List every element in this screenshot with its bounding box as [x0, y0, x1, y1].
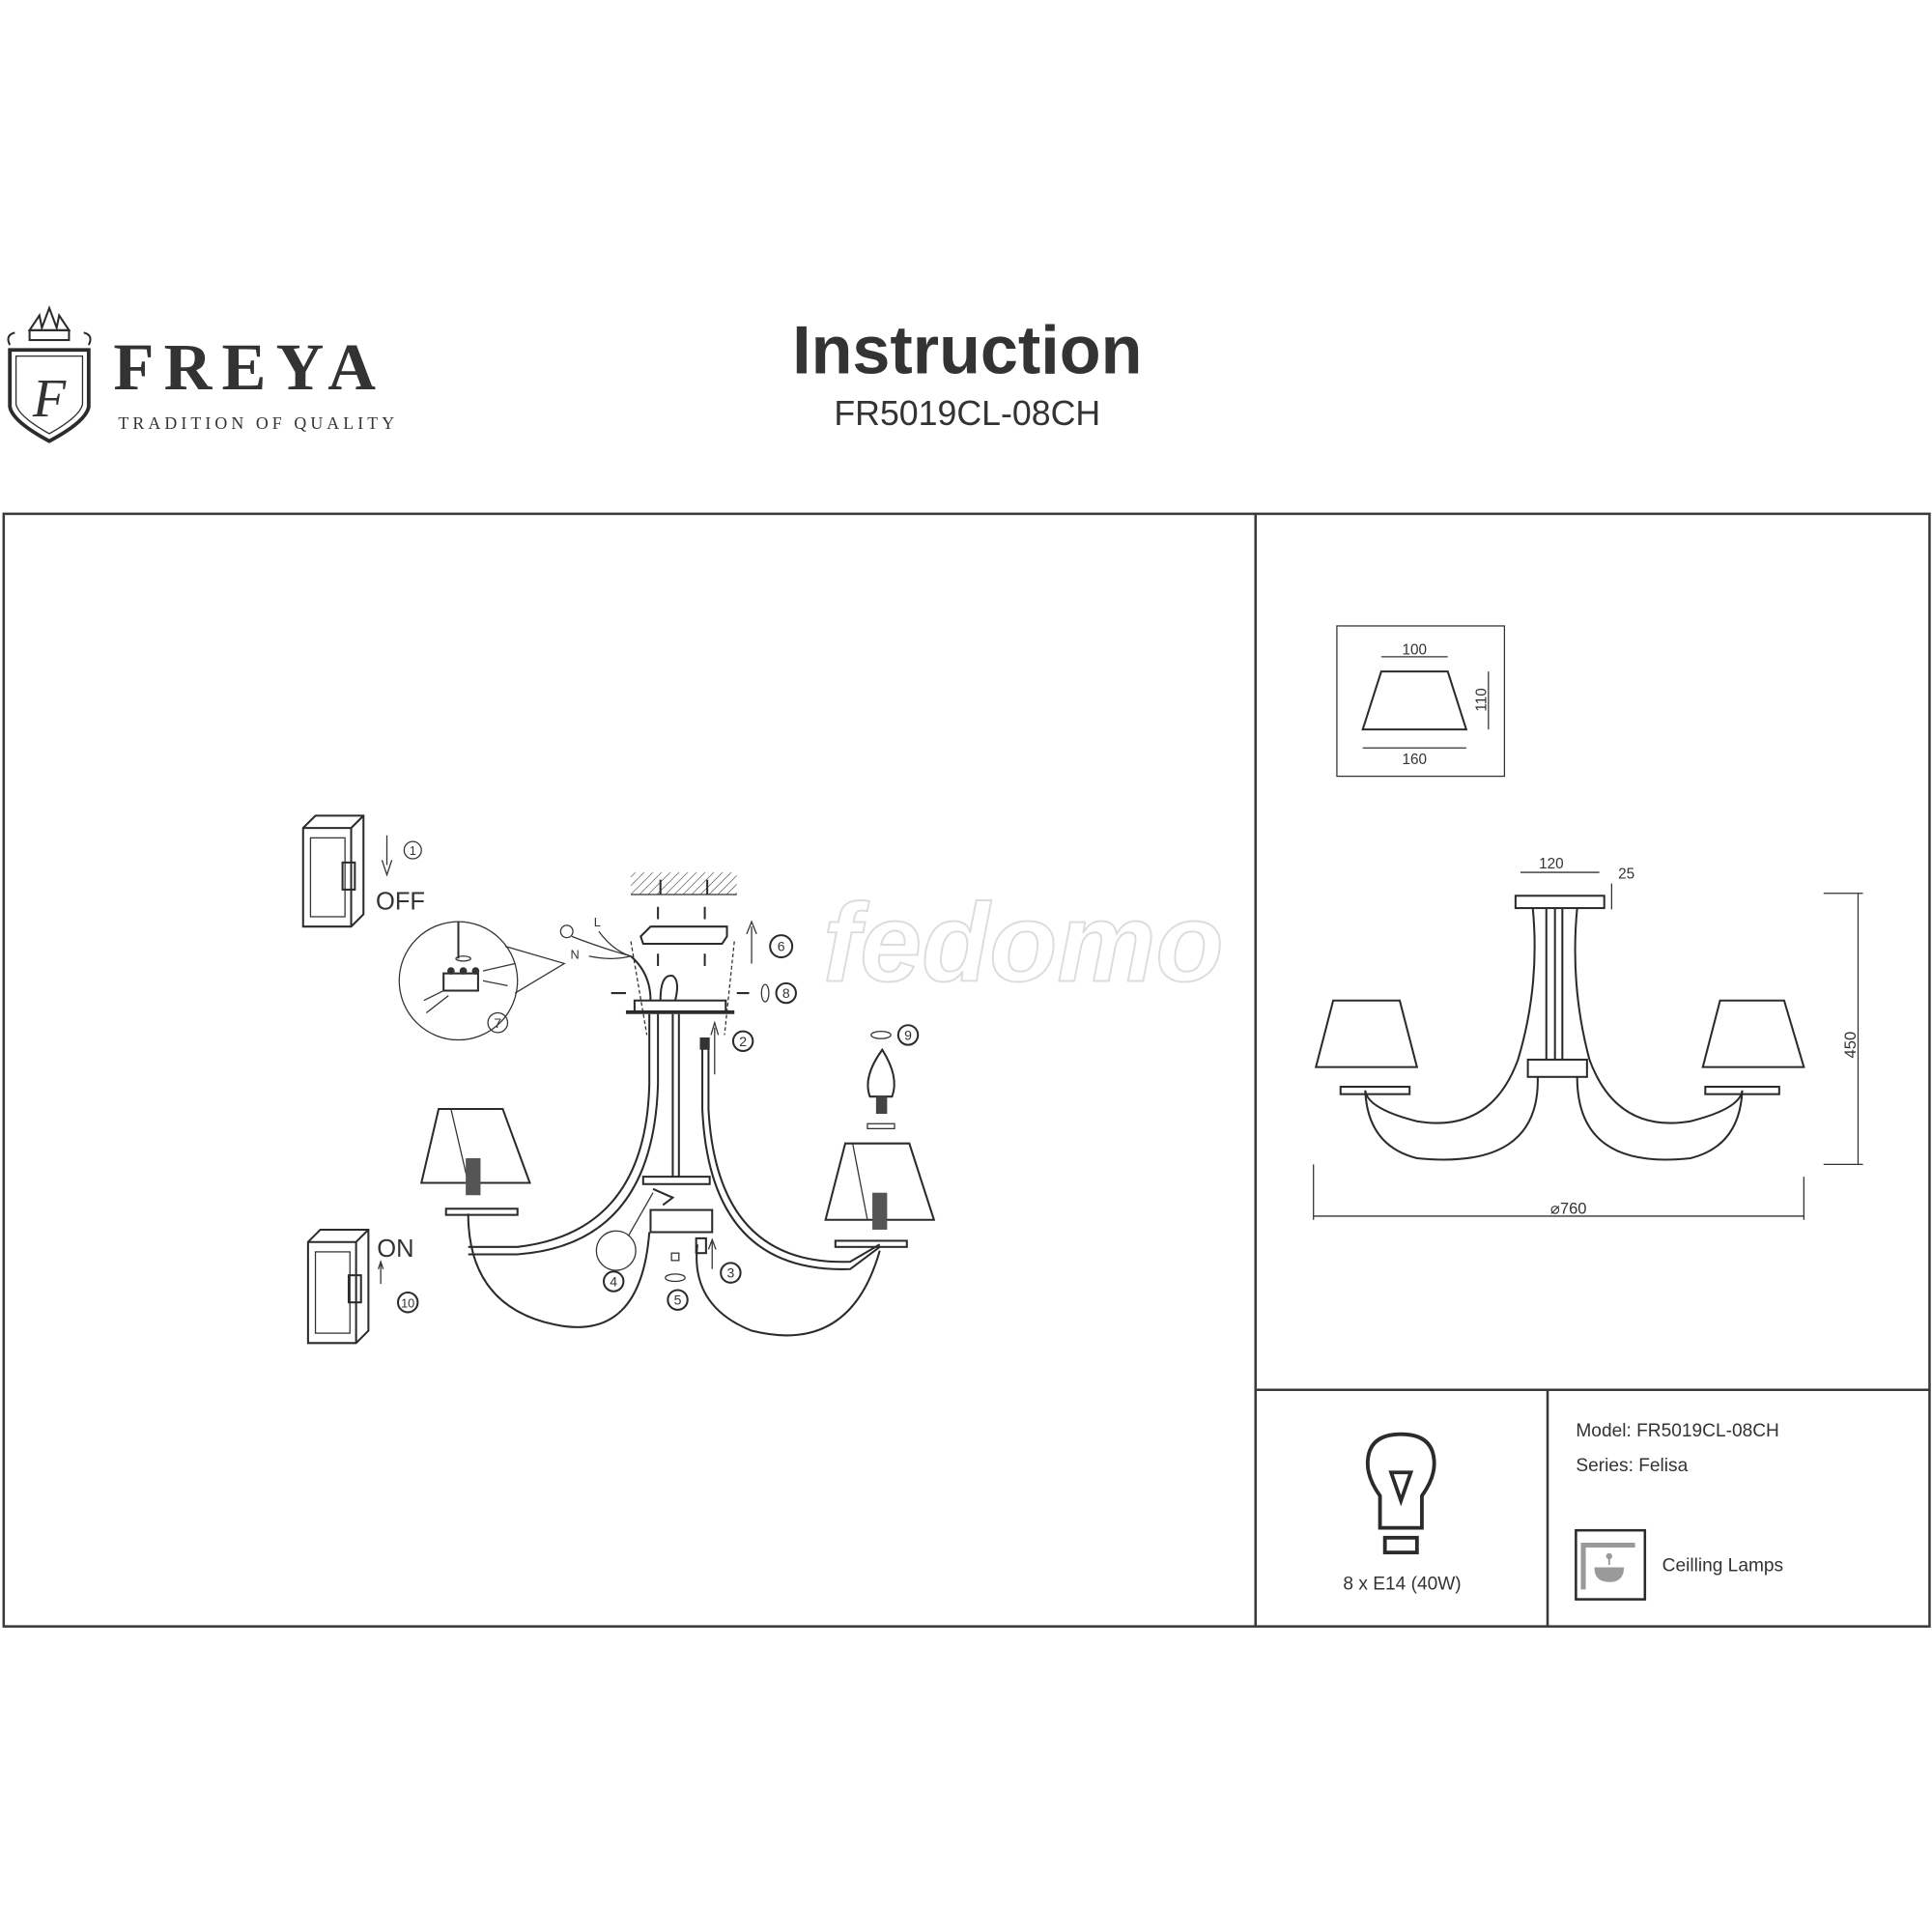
category-label: Ceilling Lamps	[1662, 1555, 1783, 1576]
page-title: Instruction	[792, 311, 1142, 387]
step-2: 2	[710, 1020, 754, 1075]
svg-text:6: 6	[778, 939, 785, 954]
model-line: Model: FR5019CL-08CH	[1576, 1421, 1778, 1441]
light-bulb-icon	[1365, 1432, 1436, 1555]
svg-text:8: 8	[782, 985, 790, 1001]
watermark: fedomo	[823, 881, 1223, 1005]
svg-text:1: 1	[410, 843, 416, 858]
svg-text:10: 10	[401, 1295, 414, 1310]
crest-icon: F	[7, 304, 92, 443]
bulb-spec: 8 x E14 (40W)	[1343, 1574, 1461, 1594]
svg-text:100: 100	[1403, 641, 1428, 658]
shade-dimension-drawing: 100 160 110	[1336, 625, 1506, 778]
svg-text:5: 5	[674, 1293, 682, 1308]
svg-text:F: F	[32, 369, 67, 429]
model-subtitle: FR5019CL-08CH	[834, 394, 1100, 433]
ceiling-hatch	[631, 872, 737, 895]
shade-right	[824, 1142, 936, 1230]
freya-logo: F FREYA TRADITION OF QUALITY	[7, 304, 398, 443]
product-info-panel: Model: FR5019CL-08CH Series: Felisa Ceil…	[1575, 1421, 1783, 1601]
svg-text:25: 25	[1618, 866, 1634, 882]
shade-left	[419, 1107, 531, 1196]
svg-text:⌀760: ⌀760	[1550, 1199, 1587, 1217]
wall-switch-on: ON 10	[306, 1228, 419, 1345]
svg-text:160: 160	[1403, 752, 1428, 768]
svg-text:7: 7	[494, 1015, 501, 1031]
ceiling-lamp-icon	[1575, 1528, 1647, 1601]
bulb-spec-panel: 8 x E14 (40W)	[1343, 1432, 1462, 1594]
svg-text:N: N	[571, 947, 580, 961]
step-3: 3	[695, 1236, 742, 1284]
on-label: ON	[377, 1236, 413, 1263]
svg-text:3: 3	[726, 1265, 734, 1281]
svg-text:450: 450	[1841, 1032, 1860, 1059]
svg-text:110: 110	[1473, 688, 1490, 711]
fixture-dimension-drawing: 120 25 450 ⌀760	[1313, 856, 1863, 1220]
step-5: 5	[665, 1252, 689, 1311]
assembly-diagram: fedomo 1 OFF ON 10	[301, 814, 1224, 1345]
step-8: 8	[760, 981, 797, 1005]
svg-text:120: 120	[1539, 856, 1564, 872]
brand-name: FREYA	[113, 330, 385, 404]
step-6: 6	[746, 920, 794, 964]
ground-icon	[559, 924, 574, 939]
svg-text:9: 9	[904, 1028, 912, 1043]
wall-switch-off: 1 OFF	[301, 814, 425, 928]
series-line: Series: Felisa	[1576, 1456, 1688, 1476]
svg-text:4: 4	[610, 1274, 617, 1290]
svg-text:2: 2	[739, 1034, 747, 1049]
layout-frame	[2, 512, 1931, 1628]
svg-text:L: L	[594, 915, 601, 929]
off-label: OFF	[376, 888, 425, 915]
step-9-bulb: 9	[867, 1024, 920, 1130]
brand-tagline: TRADITION OF QUALITY	[118, 413, 398, 433]
wiring-detail-bubble: 7	[398, 921, 566, 1041]
step-4: 4	[595, 1192, 654, 1293]
